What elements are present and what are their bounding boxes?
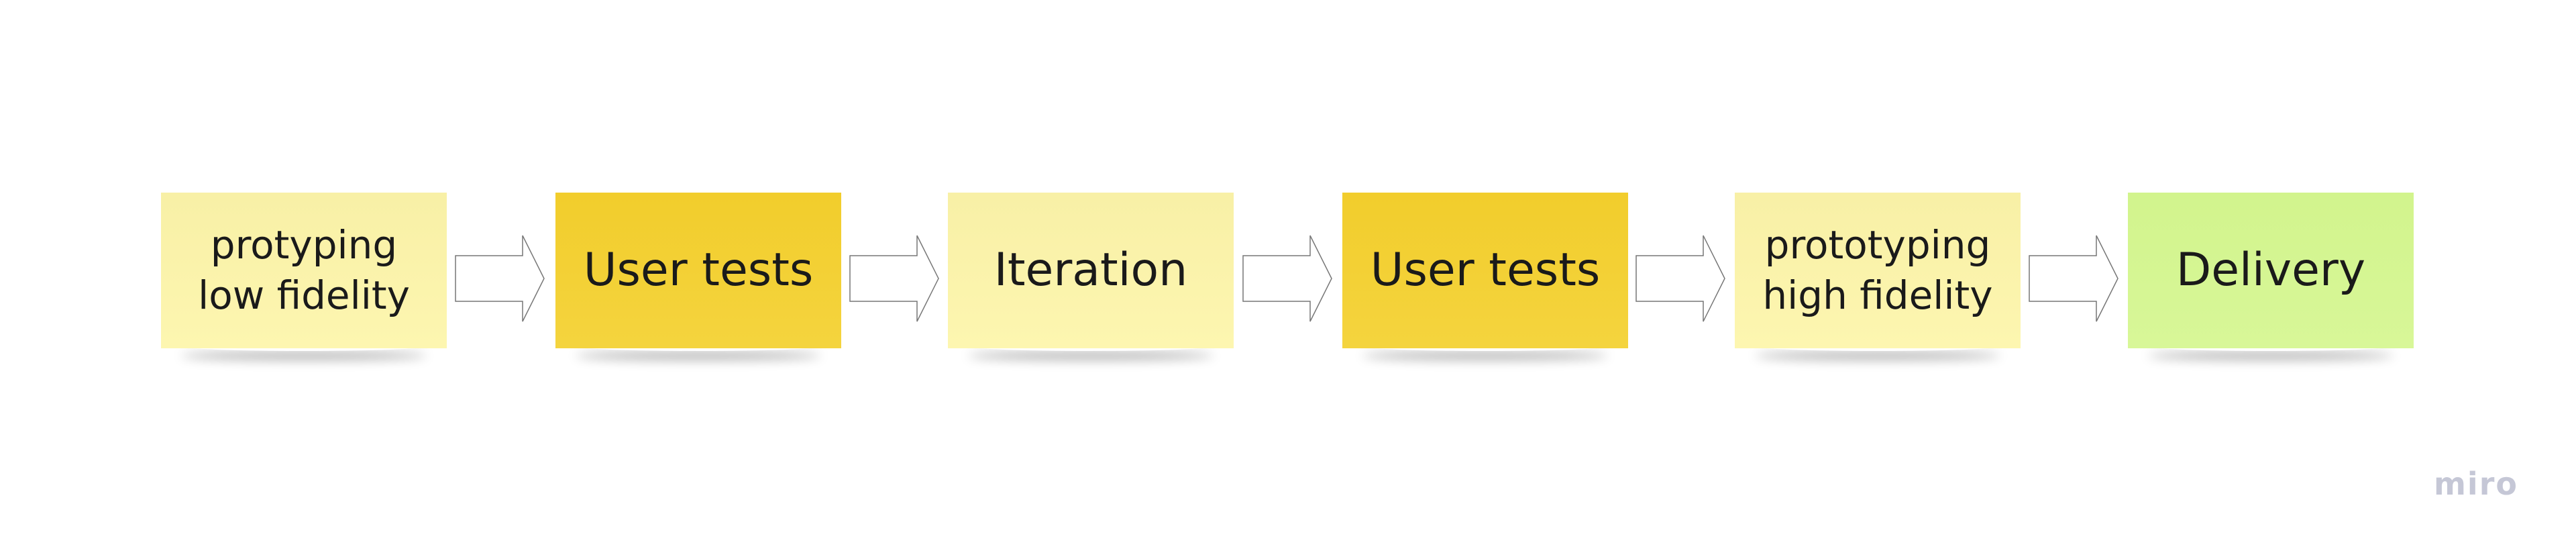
sticky-note-user-tests-1[interactable]: User tests: [555, 193, 841, 348]
arrow-right-icon: [455, 235, 545, 322]
sticky-note-text: User tests: [1370, 243, 1601, 297]
sticky-note-user-tests-2[interactable]: User tests: [1342, 193, 1628, 348]
sticky-note-delivery[interactable]: Delivery: [2128, 193, 2414, 348]
arrow-right-icon: [1242, 235, 1332, 322]
sticky-note-text: prototyping high fidelity: [1762, 221, 1993, 318]
arrow-right-icon: [2029, 235, 2118, 322]
arrow-right-icon: [849, 235, 939, 322]
sticky-note-text: Delivery: [2176, 243, 2366, 297]
sticky-note-text: Iteration: [994, 243, 1188, 297]
sticky-note-prototyping-low-fidelity[interactable]: protyping low fidelity: [161, 193, 447, 348]
sticky-note-text: protyping low fidelity: [198, 221, 410, 318]
arrow-right-icon: [1635, 235, 1725, 322]
sticky-note-prototyping-high-fidelity[interactable]: prototyping high fidelity: [1735, 193, 2021, 348]
sticky-note-text: User tests: [583, 243, 814, 297]
miro-logo: miro: [2434, 466, 2518, 502]
sticky-note-iteration[interactable]: Iteration: [948, 193, 1234, 348]
